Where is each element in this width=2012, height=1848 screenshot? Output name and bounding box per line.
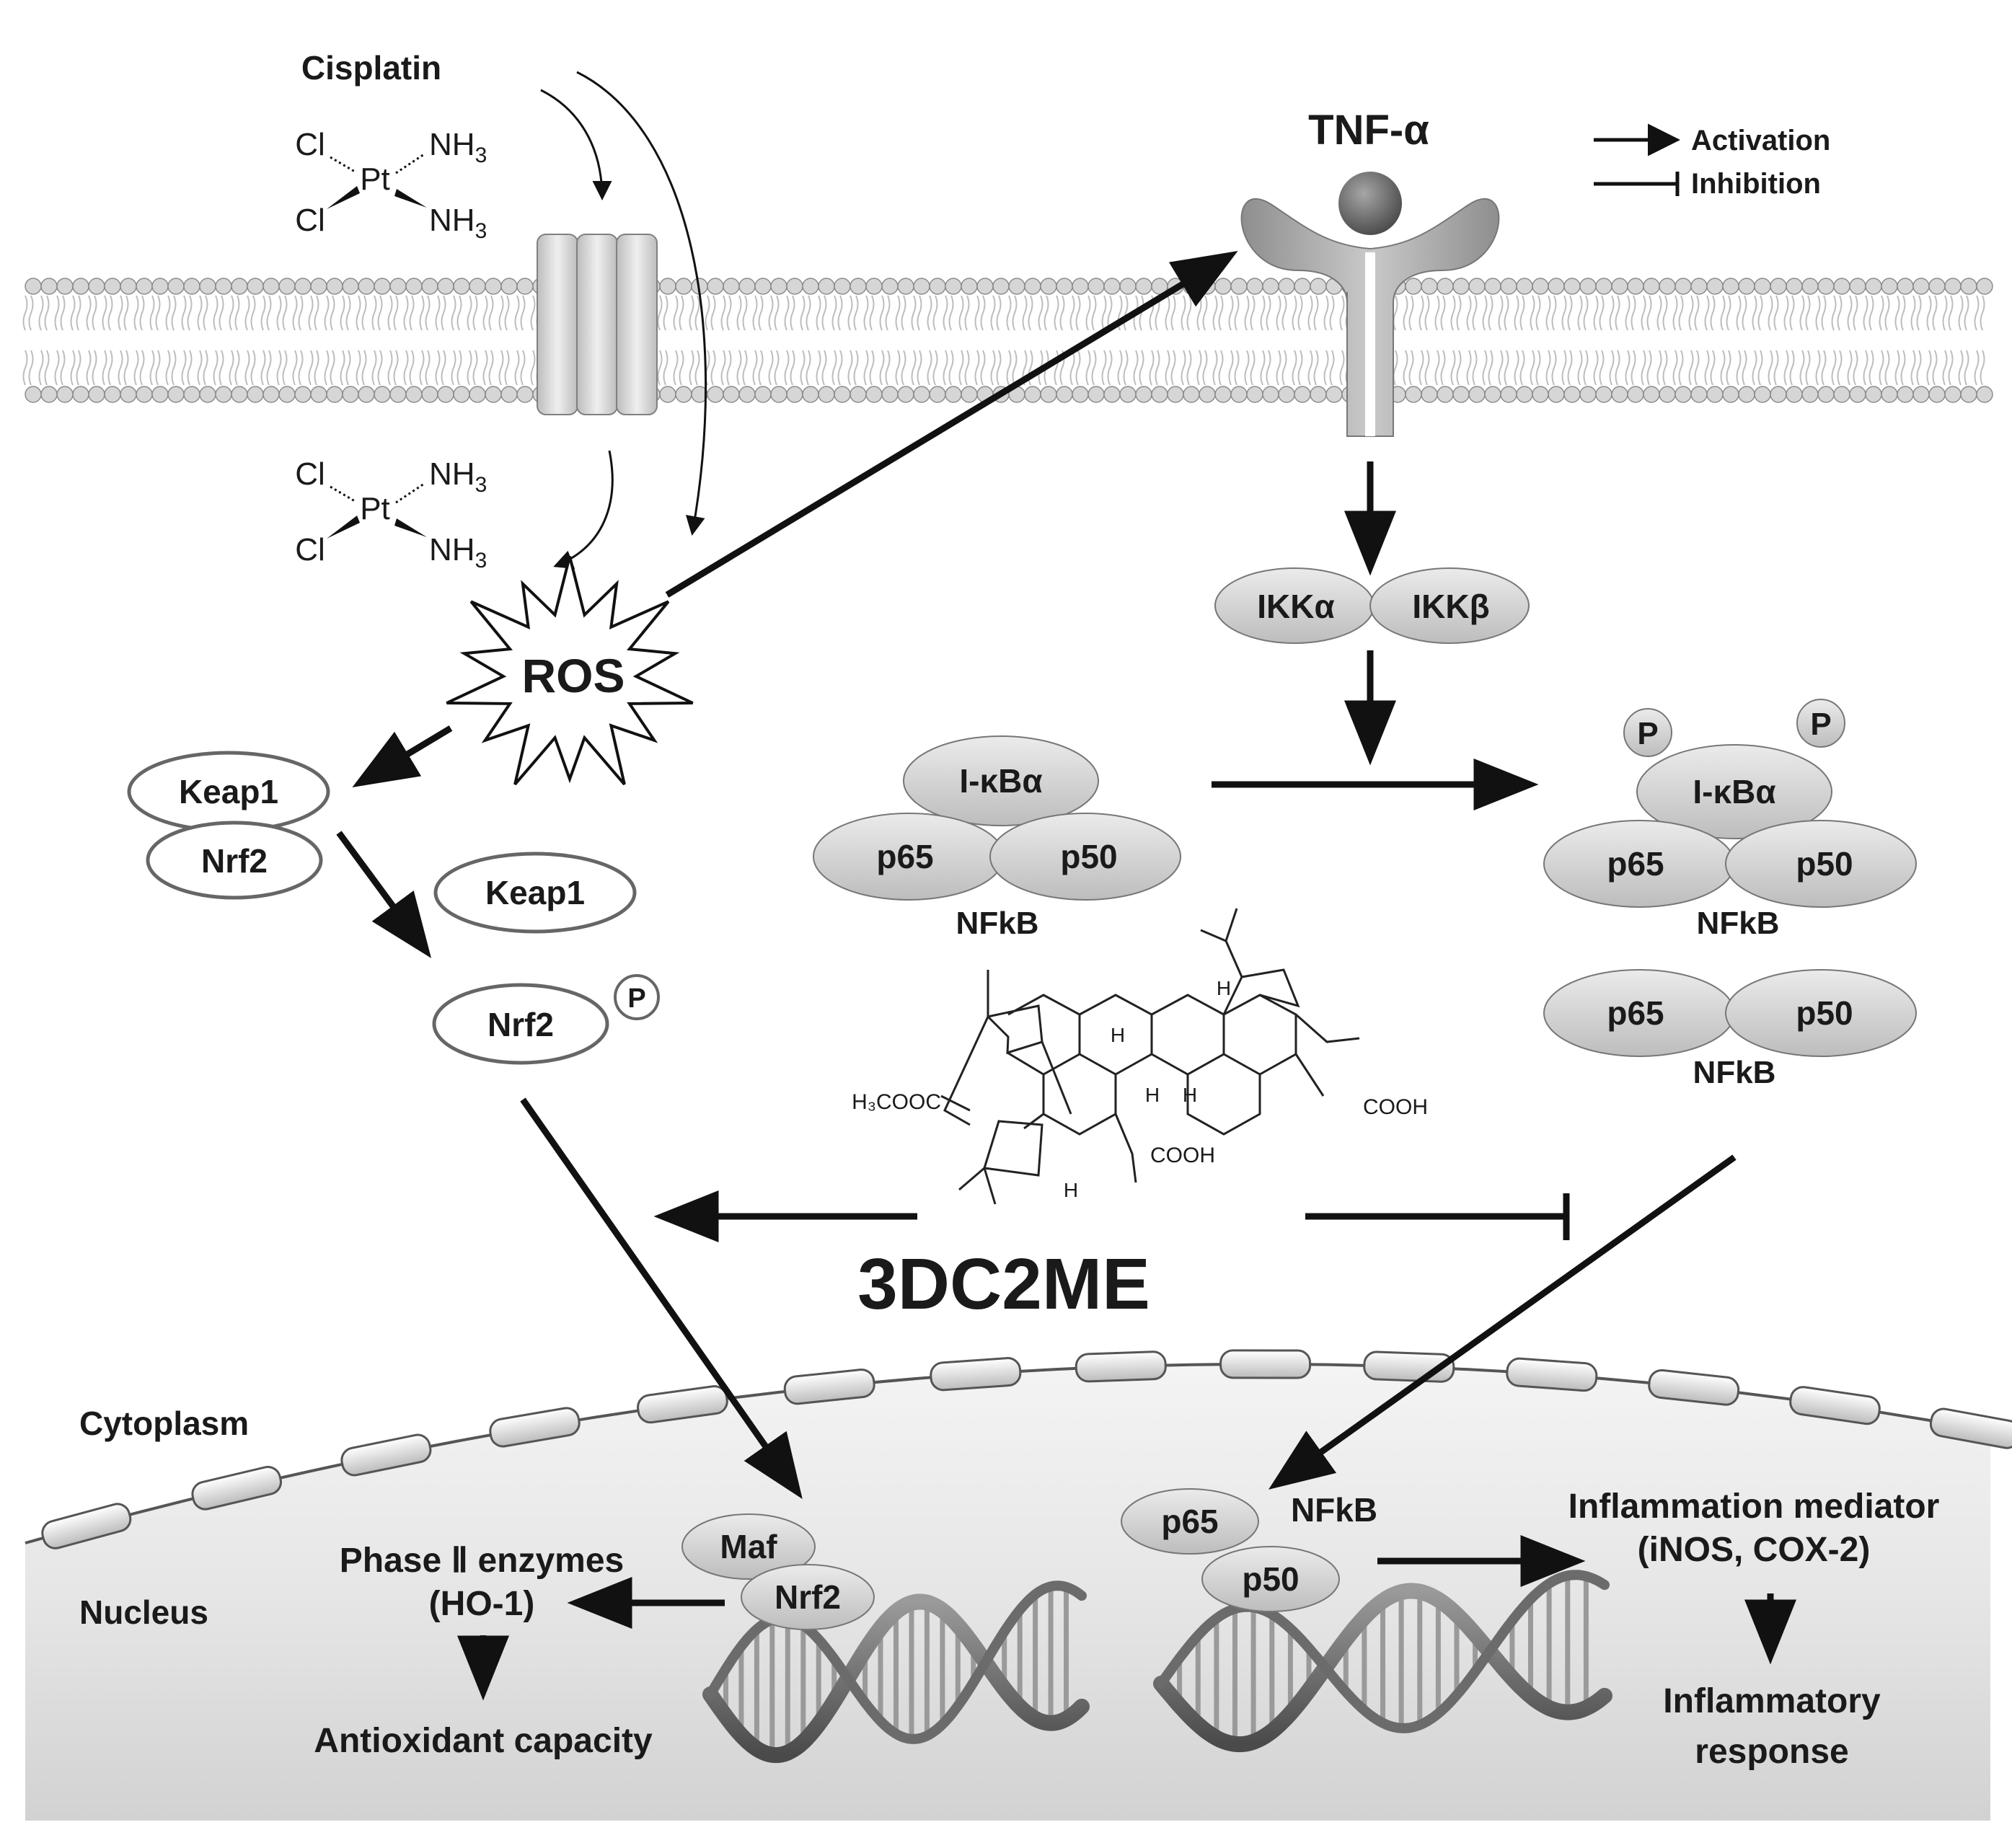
compound-hydrogen: H — [1145, 1084, 1160, 1106]
dna-helix-right — [1153, 1570, 1612, 1753]
nrf2-label: Nrf2 — [487, 1006, 554, 1043]
ho1-label: (HO-1) — [429, 1585, 535, 1623]
phospho-label: P — [1810, 707, 1831, 742]
phase2-enzymes-label: Phase Ⅱ enzymes — [340, 1542, 625, 1580]
ros-to-keap1-arrow — [352, 725, 453, 787]
ros-label: ROS — [521, 649, 625, 702]
membrane-channel — [537, 234, 658, 415]
maf-nrf2-complex: Maf Nrf2 — [681, 1513, 875, 1630]
cisplatin-label: Cisplatin — [301, 49, 441, 87]
cisplatin-structure-bottom: Pt Cl Cl NH3 NH3 — [295, 456, 487, 572]
keap1-dissociation-arrow — [336, 831, 432, 958]
nucleus-label: Nucleus — [79, 1593, 208, 1631]
legend-inhibition-label: Inhibition — [1691, 168, 1821, 200]
ikk-complex: IKKα IKKβ — [1214, 567, 1530, 644]
keap1-nrf2-complex: Keap1 Nrf2 — [127, 751, 330, 900]
compound-hydrogen: H — [1183, 1084, 1197, 1106]
nfkb-inactive-complex: I-κBα p65 p50 NFkB — [813, 735, 1181, 941]
compound-structure — [940, 908, 1360, 1205]
legend-activation-label: Activation — [1691, 125, 1830, 156]
nfkb-label: NFkB — [1291, 1491, 1377, 1529]
ikba-label: I-κBα — [959, 762, 1042, 800]
response-label: response — [1695, 1733, 1848, 1771]
inflammation-mediator-label: Inflammation mediator — [1568, 1487, 1940, 1526]
ros-to-tnf-arrow — [665, 251, 1238, 598]
cl-atom: Cl — [295, 456, 325, 492]
legend: Activation Inhibition — [1594, 123, 1830, 200]
nfkb-label: NFkB — [956, 906, 1039, 941]
p65-label: p65 — [1607, 994, 1664, 1032]
mediator-list-label: (iNOS, COX-2) — [1638, 1531, 1871, 1569]
ikk-beta-label: IKKβ — [1412, 588, 1489, 625]
phospho-badge — [614, 974, 660, 1020]
nh3-group: NH3 — [429, 532, 487, 572]
p65-label: p65 — [876, 838, 933, 875]
inflammatory-label: Inflammatory — [1663, 1682, 1881, 1720]
p50-label: p50 — [1242, 1560, 1299, 1598]
maf-label: Maf — [720, 1528, 777, 1565]
pt-atom: Pt — [360, 162, 390, 197]
compound-acid-group: COOH — [1150, 1144, 1215, 1167]
compound-acid-group: COOH — [1363, 1095, 1428, 1119]
nfkb-label: NFkB — [1697, 906, 1780, 941]
compound-ester-group: H₃COOC — [852, 1090, 941, 1114]
tnf-receptor — [1240, 172, 1500, 437]
nrf2-label: Nrf2 — [775, 1578, 841, 1616]
p50-label: p50 — [1796, 994, 1853, 1032]
cytoplasm-label: Cytoplasm — [79, 1405, 249, 1442]
cl-atom: Cl — [295, 203, 325, 238]
phospho-badge — [1623, 708, 1672, 757]
p50-label: p50 — [1796, 845, 1853, 883]
nrf2-label: Nrf2 — [201, 842, 268, 880]
antioxidant-capacity-label: Antioxidant capacity — [314, 1722, 653, 1760]
phospho-label: P — [627, 983, 645, 1014]
keap1-label: Keap1 — [179, 773, 278, 810]
compound-hydrogen: H — [1064, 1179, 1078, 1201]
p65-label: p65 — [1161, 1503, 1218, 1540]
nfkb-nuclear-complex: p65 p50 NFkB — [1121, 1488, 1377, 1612]
phospho-label: P — [1637, 716, 1658, 751]
cell-membrane — [22, 278, 1993, 403]
nh3-group: NH3 — [429, 127, 487, 167]
channel-to-ros-arrow — [553, 450, 614, 569]
cisplatin-diffusion-arrow — [576, 71, 707, 536]
keap1-free: Keap1 — [433, 852, 637, 934]
nrf2-translocation-arrow — [520, 1097, 803, 1500]
nrf2-phosphorylated: Nrf2 P — [432, 974, 660, 1065]
compound-hydrogen: H — [1217, 977, 1231, 999]
p50-label: p50 — [1060, 838, 1117, 875]
nfkb-translocation-arrow — [1268, 1154, 1737, 1490]
compound-name: 3DC2ME — [857, 1244, 1150, 1325]
nucleus-region — [25, 1363, 1990, 1821]
nfkb-label: NFkB — [1693, 1055, 1776, 1090]
ikk-alpha-label: IKKα — [1257, 588, 1335, 625]
tnf-alpha-label: TNF-α — [1308, 107, 1429, 154]
cisplatin-structure-top: Pt Cl Cl NH3 NH3 — [295, 127, 487, 243]
keap1-label: Keap1 — [485, 874, 585, 911]
p65-label: p65 — [1607, 845, 1664, 883]
nh3-group: NH3 — [429, 203, 487, 243]
ikba-label: I-κBα — [1693, 773, 1775, 810]
cl-atom: Cl — [295, 127, 325, 162]
cisplatin-to-channel-arrow — [540, 89, 612, 200]
nh3-group: NH3 — [429, 456, 487, 497]
nuclear-pores — [41, 1349, 2012, 1549]
nfkb-phosphorylated-complex: P P I-κBα p65 p50 NFkB — [1543, 699, 1917, 941]
phospho-badge — [1796, 699, 1845, 748]
pt-atom: Pt — [360, 491, 390, 526]
nfkb-free-dimer: p65 p50 NFkB — [1543, 969, 1917, 1090]
compound-hydrogen: H — [1111, 1024, 1125, 1046]
cl-atom: Cl — [295, 532, 325, 567]
ros-starburst — [446, 556, 694, 786]
